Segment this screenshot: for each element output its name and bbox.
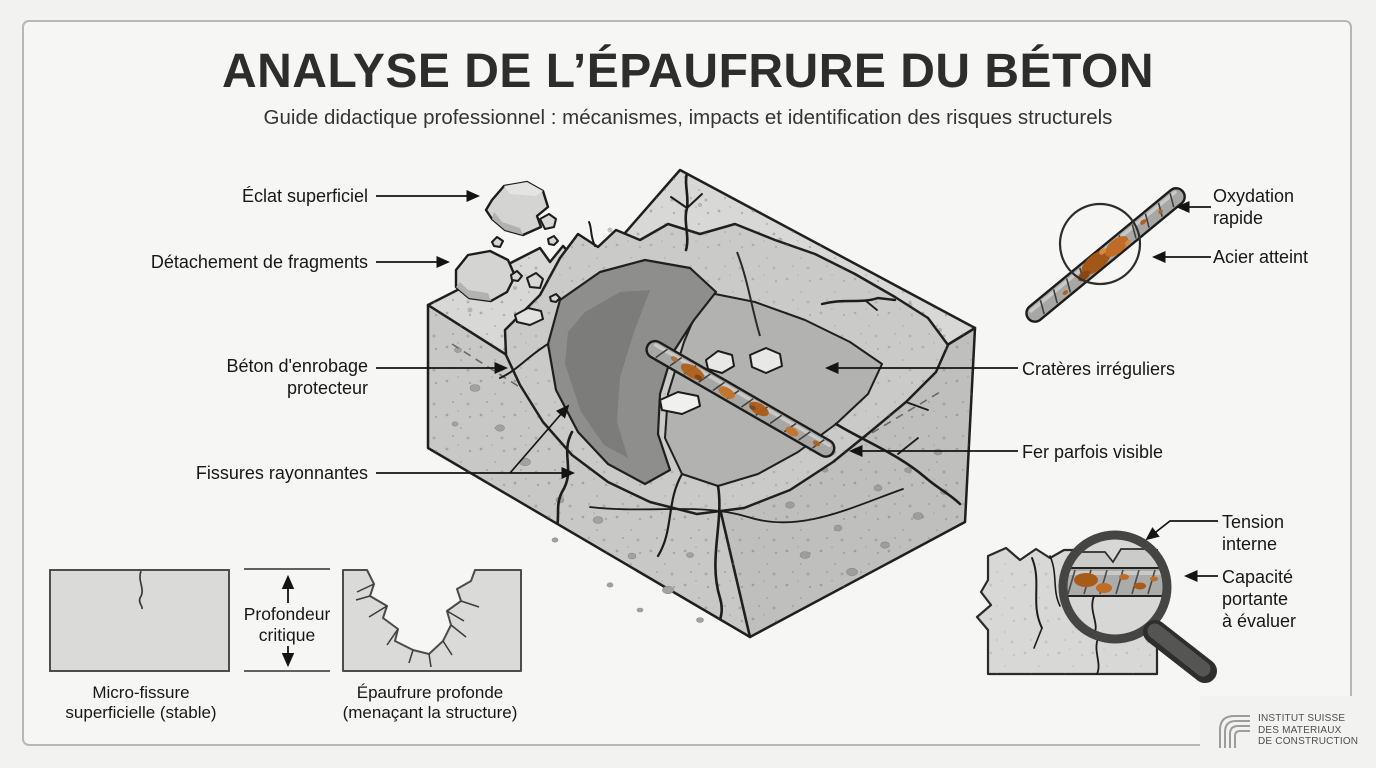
callout-capacite-portante: Capacité portante à évaluer xyxy=(1222,566,1296,632)
depth-line: critique xyxy=(258,625,316,645)
critical-depth-label: Profondeur critique xyxy=(240,604,334,646)
logo-line: DES MATERIAUX xyxy=(1258,724,1342,736)
deep-spall-panel xyxy=(342,569,522,672)
page-title: ANALYSE DE L’ÉPAUFRURE DU BÉTON xyxy=(221,45,1155,98)
callout-line: Tension xyxy=(1222,512,1285,532)
callout-arrows xyxy=(376,190,1218,582)
depth-line: Profondeur xyxy=(243,604,331,624)
callout-tension-interne: Tension interne xyxy=(1222,511,1284,555)
callout-line: à évaluer xyxy=(1222,611,1297,631)
callout-line: rapide xyxy=(1213,208,1264,228)
radiating-cracks xyxy=(499,171,962,637)
logo-line: DE CONSTRUCTION xyxy=(1258,736,1359,747)
spall-crater xyxy=(499,171,962,637)
detail-circle-outline xyxy=(1058,202,1142,286)
exposed-rebar xyxy=(645,339,836,458)
callout-line: protecteur xyxy=(286,378,368,398)
micro-crack-caption: Micro-fissure superficielle (stable) xyxy=(65,683,216,723)
arch-logo-icon xyxy=(1219,715,1250,748)
callout-line: interne xyxy=(1222,534,1278,554)
lens-view xyxy=(1064,548,1166,637)
rust-stains xyxy=(1062,209,1163,296)
rust-stains xyxy=(670,356,821,447)
callout-fissures-rayonnantes: Fissures rayonnantes xyxy=(195,463,368,483)
callout-line: Oxydation xyxy=(1213,186,1295,206)
callout-line: portante xyxy=(1222,589,1289,609)
magnifier-handle-icon xyxy=(1143,620,1217,683)
page-subtitle: Guide didactique professionnel : mécanis… xyxy=(263,106,1113,129)
caption-line: (menaçant la structure) xyxy=(342,703,518,722)
caption-line: Épaufrure profonde xyxy=(356,683,504,702)
micro-crack-panel xyxy=(49,569,230,672)
rust-stains xyxy=(1074,573,1158,593)
callout-fer-visible: Fer parfois visible xyxy=(1022,442,1164,462)
comparison-panels xyxy=(49,568,522,672)
caption-line: superficielle (stable) xyxy=(65,703,217,722)
institute-logo-text: INSTITUT SUISSE DES MATERIAUX DE CONSTRU… xyxy=(1258,713,1358,748)
callout-eclat-superficiel: Éclat superficiel xyxy=(241,186,368,206)
callout-crateres-irreguliers: Cratères irréguliers xyxy=(1022,359,1176,379)
deep-spall-caption: Épaufrure profonde (menaçant la structur… xyxy=(343,683,518,723)
caption-line: Micro-fissure xyxy=(92,683,190,702)
callout-detachement-fragments: Détachement de fragments xyxy=(150,252,368,272)
logo-line: INSTITUT SUISSE xyxy=(1258,713,1346,724)
inspection-figure xyxy=(975,530,1217,683)
callout-acier-atteint: Acier atteint xyxy=(1213,247,1309,267)
corroded-rebar-figure xyxy=(1025,187,1186,323)
callout-beton-enrobage: Béton d'enrobage protecteur xyxy=(226,355,368,399)
falling-fragments xyxy=(454,180,561,326)
crater-debris-stones xyxy=(659,347,783,415)
callout-line: Capacité xyxy=(1222,567,1294,587)
magnifier-ring-icon xyxy=(1058,530,1172,644)
callout-oxydation-rapide: Oxydation rapide xyxy=(1213,185,1294,229)
callout-line: Béton d'enrobage xyxy=(226,356,368,376)
